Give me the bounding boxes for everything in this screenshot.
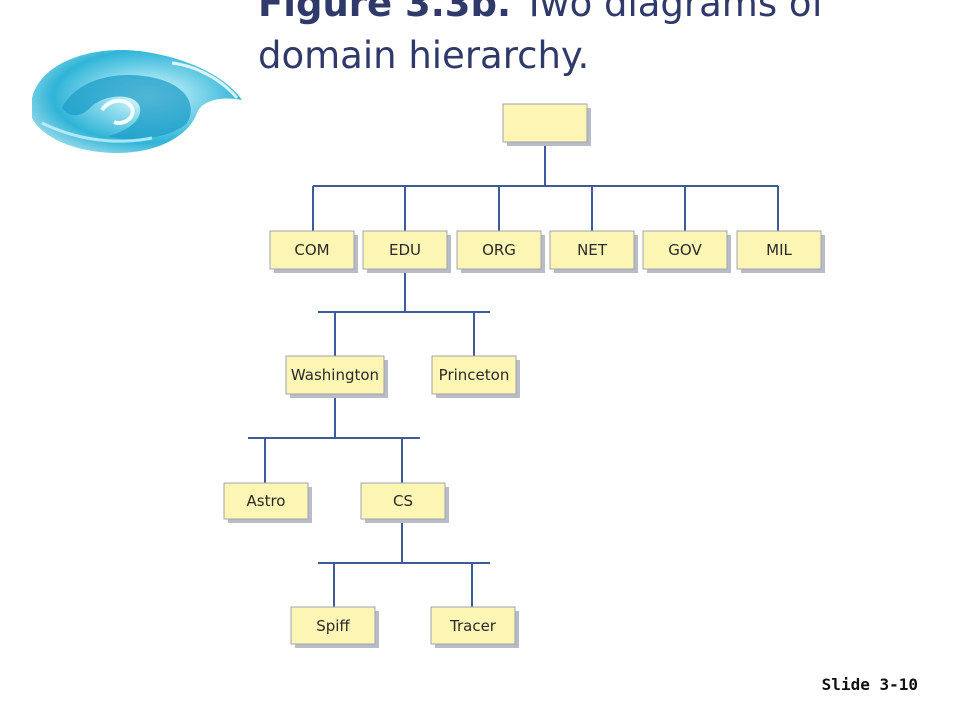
root-node: [502, 103, 591, 146]
slide-title: Figure 3.3b. Two diagrams of domain hier…: [258, 0, 938, 82]
tree-edges: [248, 143, 779, 607]
node-label-cs: CS: [393, 492, 413, 510]
node-label-mil: MIL: [766, 241, 792, 259]
node-label-washington: Washington: [291, 366, 379, 384]
wave-icon: [32, 50, 242, 153]
figure-caption: Two diagrams of domain hierarchy.: [258, 0, 825, 77]
node-label-spiff: Spiff: [316, 617, 350, 635]
node-spiff: Spiff: [290, 606, 379, 648]
node-mil: MIL: [736, 230, 825, 273]
node-princeton: Princeton: [431, 355, 520, 398]
node-gov: GOV: [642, 230, 731, 273]
node-label-tracer: Tracer: [449, 617, 497, 635]
node-label-astro: Astro: [247, 492, 286, 510]
node-net: NET: [549, 230, 638, 273]
node-edu: EDU: [362, 230, 451, 273]
node-astro: Astro: [223, 482, 312, 523]
node-tracer: Tracer: [430, 606, 519, 648]
node-label-edu: EDU: [389, 241, 421, 259]
slide-number: Slide 3-10: [821, 675, 918, 694]
figure-label: Figure 3.3b.: [258, 0, 512, 25]
node-label-princeton: Princeton: [439, 366, 510, 384]
node-cs: CS: [360, 482, 449, 523]
node-label-gov: GOV: [668, 241, 702, 259]
node-org: ORG: [456, 230, 545, 273]
node-label-com: COM: [294, 241, 329, 259]
node-label-net: NET: [577, 241, 608, 259]
node-label-org: ORG: [482, 241, 516, 259]
node-washington: Washington: [285, 355, 388, 398]
node-com: COM: [269, 230, 358, 273]
